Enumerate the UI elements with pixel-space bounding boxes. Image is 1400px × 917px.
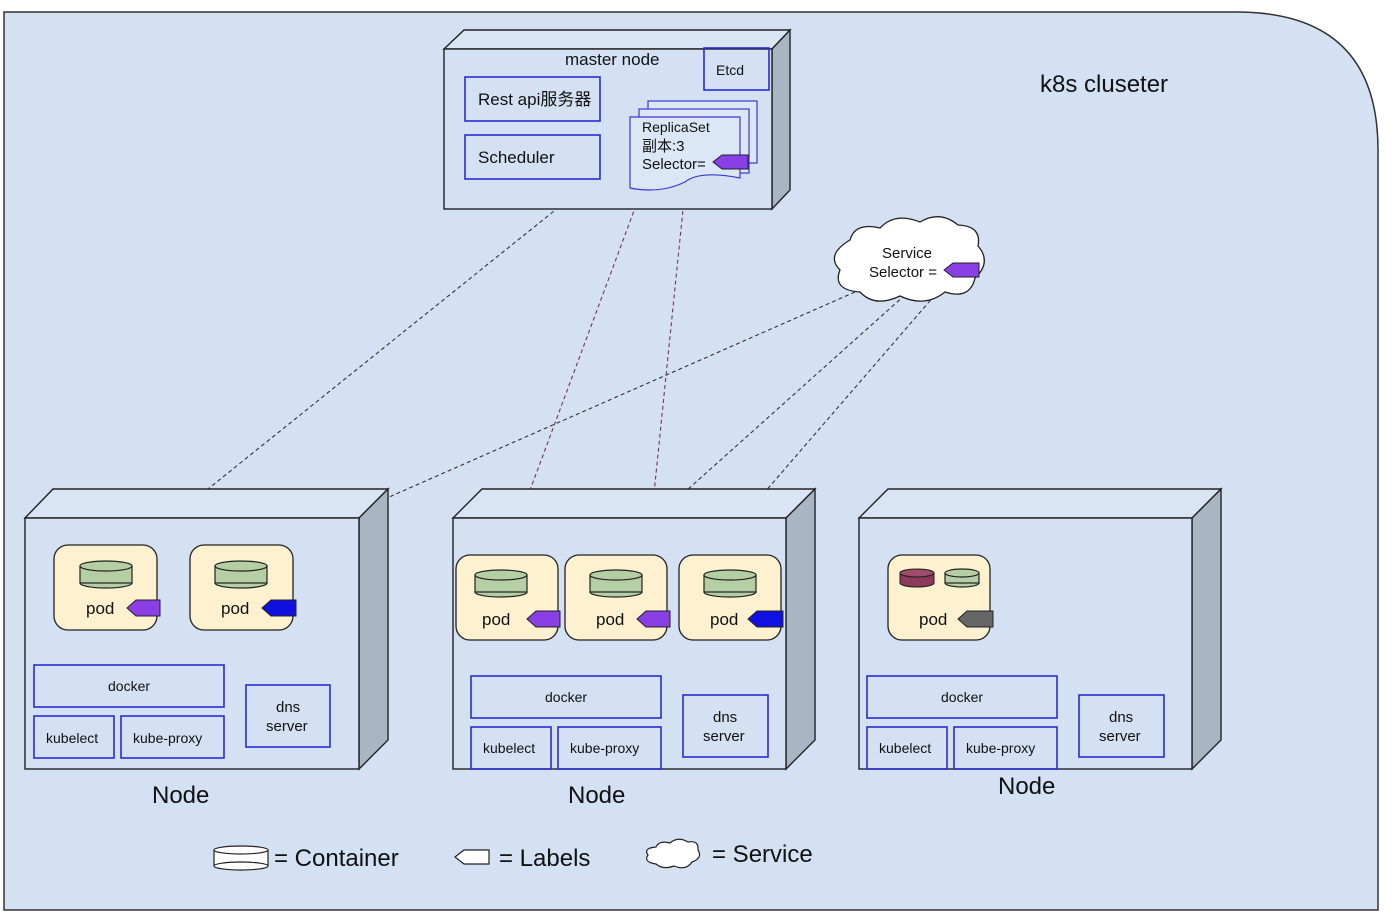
docker-label: docker	[108, 678, 150, 694]
kubelect-box	[33, 715, 115, 759]
service-selector-tag	[943, 262, 980, 278]
dns-server-box	[682, 694, 769, 758]
replicaset-replicas: 副本:3	[642, 138, 685, 155]
dns-server-box	[1078, 694, 1165, 758]
kube-proxy-box	[953, 726, 1058, 770]
dns-server-label: server	[703, 728, 745, 745]
node-label: Node	[568, 782, 625, 809]
kube-proxy-box	[120, 715, 225, 759]
pod-label: pod	[482, 610, 510, 629]
replicaset-title: ReplicaSet	[642, 119, 710, 135]
pod: pod	[189, 544, 297, 631]
pod-label: pod	[596, 610, 624, 629]
dns-server-label: server	[1099, 728, 1141, 745]
master-node-title: master node	[565, 50, 660, 69]
kubelect-label: kubelect	[879, 740, 931, 756]
pod-label-tag	[636, 610, 671, 628]
node-2: pod pod pod docker kubelect kube-proxy	[451, 487, 817, 809]
kube-proxy-label: kube-proxy	[966, 740, 1035, 756]
service-legend-icon	[646, 838, 701, 869]
pod-label-tag	[747, 610, 784, 628]
node-3: pod docker kubelect kube-proxy dns serve…	[857, 487, 1223, 800]
kubelect-label: kubelect	[46, 730, 98, 746]
pod-label: pod	[221, 599, 249, 618]
service-cloud: Service Selector =	[833, 216, 985, 302]
pod-label: pod	[710, 610, 738, 629]
legend: = Container = Labels = Service	[213, 838, 813, 872]
docker-label: docker	[545, 689, 587, 705]
dns-label: dns	[276, 699, 300, 716]
pod-label-tag	[261, 599, 297, 617]
scheduler-label: Scheduler	[478, 148, 555, 167]
dns-server-label: server	[266, 718, 308, 735]
dns-server-box	[245, 684, 331, 748]
pod: pod	[455, 554, 561, 641]
docker-box	[470, 675, 662, 719]
docker-box	[866, 675, 1058, 719]
replicaset-selector: Selector=	[642, 156, 706, 173]
container-legend-icon	[213, 845, 269, 871]
label-legend-icon	[454, 849, 490, 865]
docker-label: docker	[941, 689, 983, 705]
scheduler-box	[464, 134, 601, 180]
pod: pod	[53, 544, 161, 631]
service-title: Service	[882, 245, 932, 262]
rest-api-label: Rest api服务器	[478, 90, 591, 109]
legend-container: = Container	[274, 845, 399, 872]
etcd-label: Etcd	[716, 62, 744, 78]
node-label: Node	[998, 773, 1055, 800]
master-node: master node Etcd Rest api服务器 Scheduler R…	[442, 28, 792, 211]
pod-label-tag	[126, 599, 161, 617]
pod: pod	[564, 554, 671, 641]
kube-proxy-label: kube-proxy	[570, 740, 639, 756]
pod: pod	[678, 554, 784, 641]
pod-label-tag	[526, 610, 561, 628]
pod-label: pod	[86, 599, 114, 618]
legend-labels: = Labels	[499, 845, 590, 872]
docker-box	[33, 664, 225, 708]
kube-proxy-label: kube-proxy	[133, 730, 202, 746]
kubelect-label: kubelect	[483, 740, 535, 756]
service-selector: Selector =	[869, 264, 937, 281]
etcd-box	[703, 47, 770, 91]
replicaset-selector-tag	[712, 154, 749, 170]
pod-label-tag	[957, 610, 994, 628]
kubelect-box	[470, 726, 552, 770]
node-label: Node	[152, 782, 209, 809]
dns-label: dns	[1109, 709, 1133, 726]
pod-label: pod	[919, 610, 947, 629]
replicaset-stack: ReplicaSet 副本:3 Selector=	[629, 100, 758, 191]
kube-proxy-box	[557, 726, 662, 770]
legend-service: = Service	[712, 841, 813, 868]
rest-api-box	[464, 76, 601, 122]
pod: pod	[887, 554, 994, 641]
dns-label: dns	[713, 709, 737, 726]
node-1: pod pod docker kubelect kube-proxy dns s…	[23, 487, 390, 809]
cluster-title: k8s cluseter	[1040, 71, 1168, 98]
kubelect-box	[866, 726, 948, 770]
